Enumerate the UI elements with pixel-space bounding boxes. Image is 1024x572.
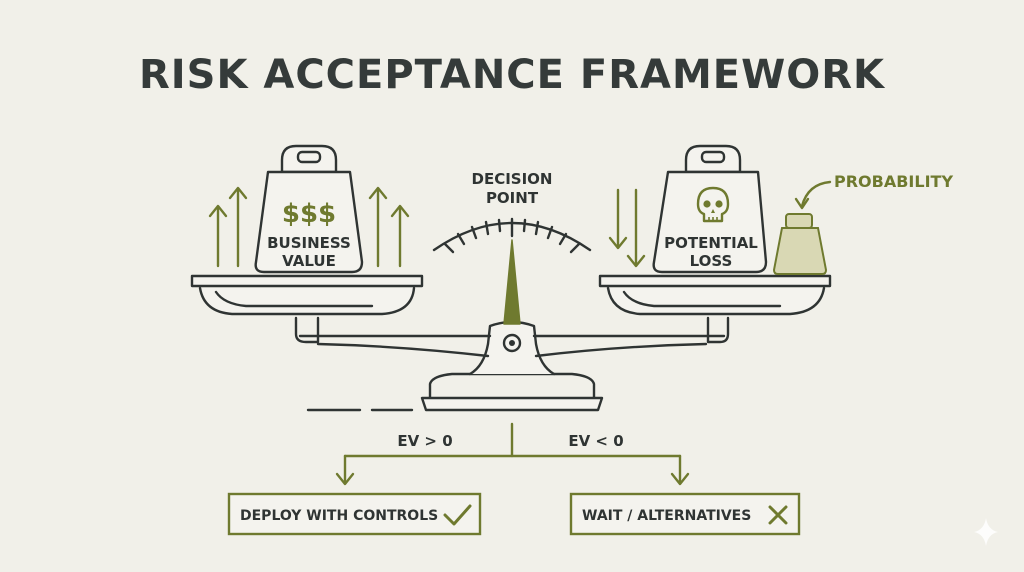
left-pan [190, 274, 424, 316]
right-pan [598, 274, 832, 316]
gauge-needle [503, 239, 521, 325]
decision-branches [335, 422, 690, 486]
condition-ev-positive: EV > 0 [397, 432, 452, 450]
business-value-weight: $$$ BUSINESS VALUE [254, 144, 364, 274]
probability-label: PROBABILITY [834, 172, 953, 191]
decision-gauge [432, 217, 592, 254]
potential-loss-weight: POTENTIAL LOSS [652, 144, 768, 274]
decision-point-label-line1: DECISION [472, 170, 553, 188]
page-title: RISK ACCEPTANCE FRAMEWORK [139, 52, 886, 98]
scale-beam [298, 334, 726, 358]
potential-loss-label-line2: LOSS [690, 252, 733, 270]
up-arrows-right [368, 186, 410, 268]
up-arrows-left [208, 186, 248, 268]
scale-base [428, 372, 596, 400]
check-icon [443, 504, 472, 526]
outcome-wait-label: WAIT / ALTERNATIVES [582, 508, 751, 524]
business-value-label-line1: BUSINESS [267, 234, 351, 252]
x-icon [768, 505, 788, 525]
outcome-deploy-label: DEPLOY WITH CONTROLS [240, 508, 438, 524]
skull-icon [696, 186, 730, 223]
condition-ev-negative: EV < 0 [568, 432, 623, 450]
probability-pointer [800, 180, 832, 208]
probability-weight [772, 213, 828, 275]
outcome-wait: WAIT / ALTERNATIVES [569, 492, 801, 536]
sparkle-icon [974, 518, 998, 546]
decision-point-label-line2: POINT [486, 189, 539, 207]
potential-loss-label-line1: POTENTIAL [664, 234, 758, 252]
balance-scale [190, 217, 832, 412]
outcome-deploy: DEPLOY WITH CONTROLS [227, 492, 482, 536]
business-value-label-line2: VALUE [282, 252, 336, 270]
dollar-signs: $$$ [282, 199, 336, 229]
down-arrows [608, 188, 646, 268]
